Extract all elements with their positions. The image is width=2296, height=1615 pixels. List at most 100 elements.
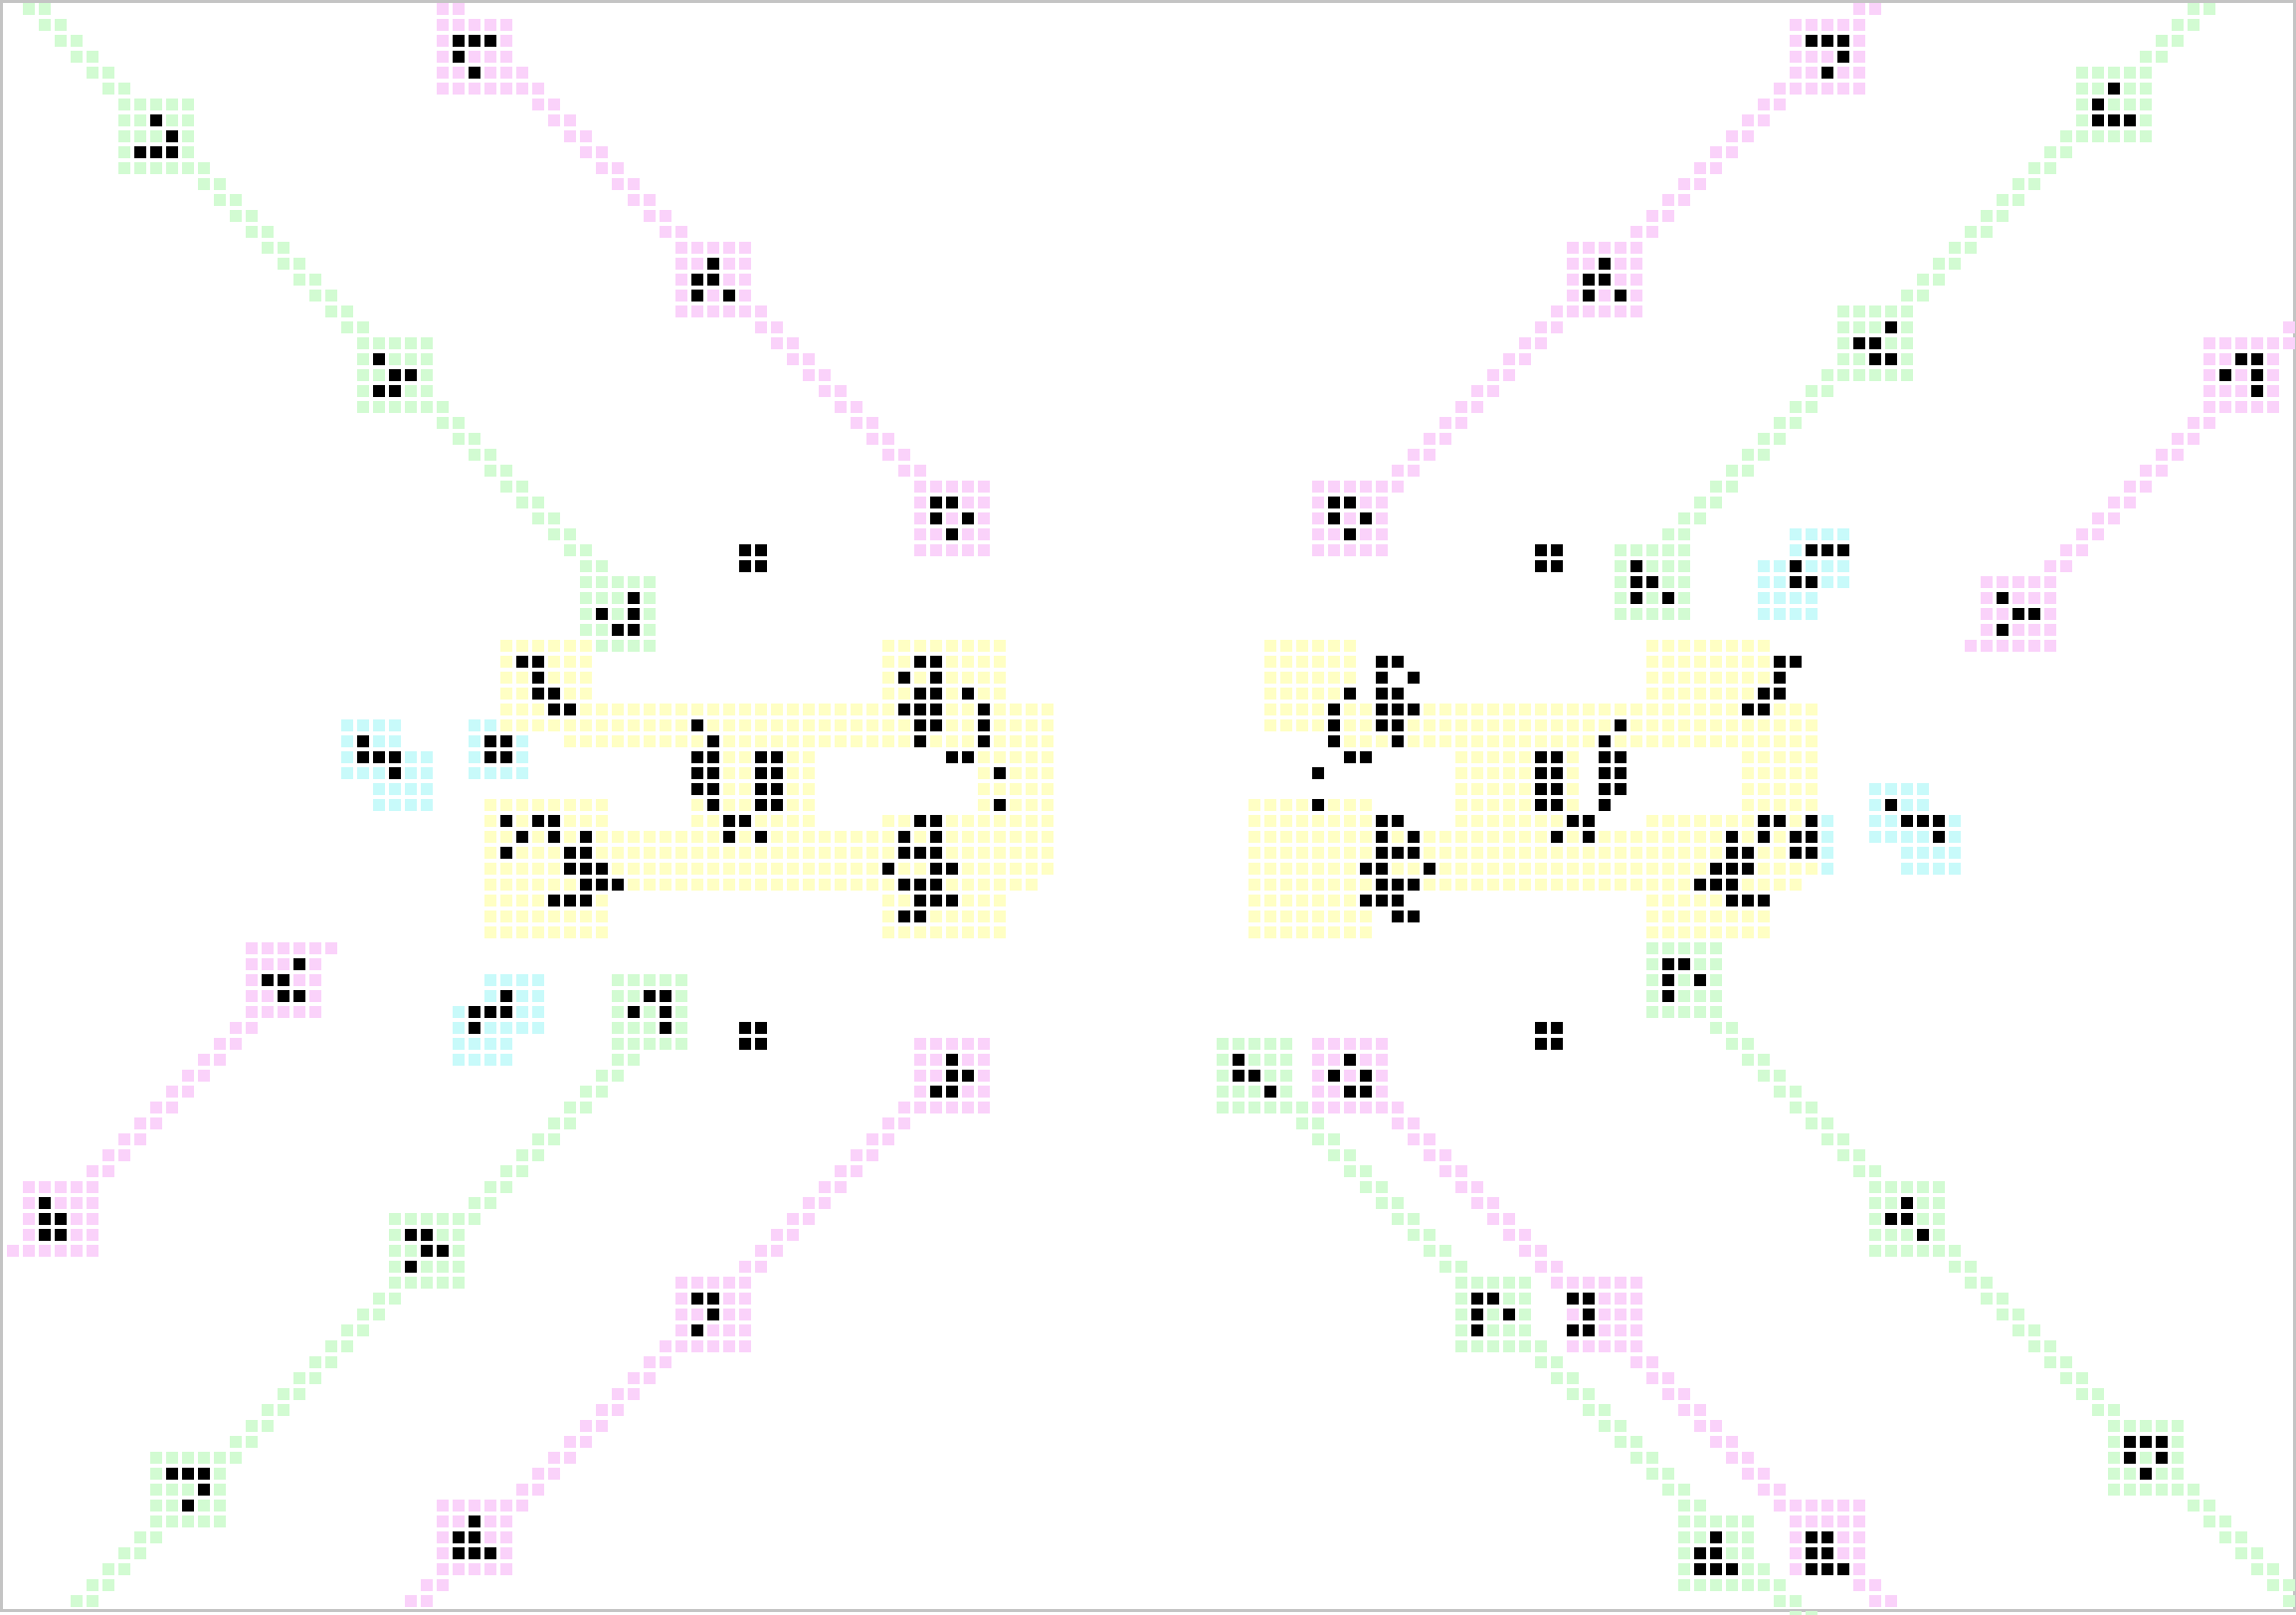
trail-cell[interactable] — [453, 1022, 465, 1034]
trail-cell[interactable] — [1981, 226, 1993, 238]
live-cell[interactable] — [1392, 847, 1404, 859]
trail-cell[interactable] — [1519, 1309, 1531, 1320]
live-cell[interactable] — [484, 1006, 496, 1018]
live-cell[interactable] — [1901, 1197, 1913, 1209]
trail-cell[interactable] — [1869, 815, 1881, 827]
trail-cell[interactable] — [1678, 1500, 1690, 1512]
trail-cell[interactable] — [2108, 67, 2120, 79]
trail-cell[interactable] — [1662, 1006, 1674, 1018]
trail-cell[interactable] — [118, 114, 130, 126]
trail-cell[interactable] — [246, 958, 258, 970]
trail-cell[interactable] — [675, 974, 687, 986]
trail-cell[interactable] — [723, 799, 735, 811]
trail-cell[interactable] — [612, 1054, 624, 1066]
live-cell[interactable] — [755, 560, 767, 572]
trail-cell[interactable] — [2044, 1340, 2056, 1352]
trail-cell[interactable] — [1360, 799, 1372, 811]
trail-cell[interactable] — [803, 353, 815, 365]
trail-cell[interactable] — [978, 910, 990, 922]
trail-cell[interactable] — [150, 1452, 162, 1464]
trail-cell[interactable] — [1233, 1102, 1244, 1113]
trail-cell[interactable] — [1790, 751, 1802, 763]
trail-cell[interactable] — [739, 290, 751, 302]
trail-cell[interactable] — [87, 67, 98, 79]
trail-cell[interactable] — [1376, 1086, 1388, 1098]
live-cell[interactable] — [1599, 274, 1611, 286]
trail-cell[interactable] — [373, 799, 385, 811]
trail-cell[interactable] — [532, 974, 544, 986]
live-cell[interactable] — [1933, 831, 1945, 843]
trail-cell[interactable] — [1790, 83, 1802, 95]
trail-cell[interactable] — [1344, 1102, 1356, 1113]
trail-cell[interactable] — [612, 1022, 624, 1034]
trail-cell[interactable] — [1821, 369, 1833, 381]
trail-cell[interactable] — [532, 1133, 544, 1145]
live-cell[interactable] — [1535, 1038, 1547, 1050]
live-cell[interactable] — [755, 783, 767, 795]
trail-cell[interactable] — [182, 162, 194, 174]
trail-cell[interactable] — [1997, 640, 2009, 652]
trail-cell[interactable] — [1471, 1277, 1483, 1289]
trail-cell[interactable] — [1662, 1484, 1674, 1496]
live-cell[interactable] — [389, 369, 401, 381]
trail-cell[interactable] — [1264, 719, 1276, 731]
trail-cell[interactable] — [1471, 735, 1483, 747]
live-cell[interactable] — [1710, 863, 1722, 875]
live-cell[interactable] — [1408, 704, 1420, 715]
trail-cell[interactable] — [1758, 576, 1770, 588]
trail-cell[interactable] — [580, 592, 592, 604]
live-cell[interactable] — [707, 735, 719, 747]
trail-cell[interactable] — [1312, 688, 1324, 700]
trail-cell[interactable] — [1790, 704, 1802, 715]
trail-cell[interactable] — [755, 719, 767, 731]
live-cell[interactable] — [198, 1468, 210, 1480]
trail-cell[interactable] — [1583, 704, 1595, 715]
trail-cell[interactable] — [660, 735, 671, 747]
trail-cell[interactable] — [1678, 1404, 1690, 1416]
trail-cell[interactable] — [500, 67, 512, 79]
trail-cell[interactable] — [1726, 1579, 1738, 1591]
trail-cell[interactable] — [596, 1070, 608, 1082]
trail-cell[interactable] — [628, 1372, 640, 1384]
trail-cell[interactable] — [1806, 735, 1818, 747]
trail-cell[interactable] — [1758, 751, 1770, 763]
trail-cell[interactable] — [1026, 831, 1038, 843]
trail-cell[interactable] — [2140, 114, 2152, 126]
trail-cell[interactable] — [787, 815, 799, 827]
trail-cell[interactable] — [1742, 926, 1754, 938]
trail-cell[interactable] — [1248, 1054, 1260, 1066]
trail-cell[interactable] — [1630, 1293, 1642, 1305]
trail-cell[interactable] — [835, 719, 847, 731]
trail-cell[interactable] — [1710, 1436, 1722, 1448]
trail-cell[interactable] — [1646, 942, 1658, 954]
trail-cell[interactable] — [739, 1324, 751, 1336]
trail-cell[interactable] — [1455, 783, 1467, 795]
trail-cell[interactable] — [1360, 704, 1372, 715]
trail-cell[interactable] — [644, 847, 656, 859]
trail-cell[interactable] — [930, 1102, 942, 1113]
trail-cell[interactable] — [1742, 130, 1754, 142]
trail-cell[interactable] — [1885, 1197, 1897, 1209]
trail-cell[interactable] — [1678, 560, 1690, 572]
trail-cell[interactable] — [1455, 1261, 1467, 1273]
trail-cell[interactable] — [1503, 767, 1515, 779]
trail-cell[interactable] — [1615, 592, 1626, 604]
trail-cell[interactable] — [1248, 863, 1260, 875]
trail-cell[interactable] — [1328, 640, 1340, 652]
trail-cell[interactable] — [994, 672, 1006, 684]
trail-cell[interactable] — [739, 1293, 751, 1305]
trail-cell[interactable] — [1885, 831, 1897, 843]
trail-cell[interactable] — [1248, 879, 1260, 891]
live-cell[interactable] — [1821, 1531, 1833, 1543]
trail-cell[interactable] — [962, 704, 974, 715]
trail-cell[interactable] — [1758, 863, 1770, 875]
trail-cell[interactable] — [628, 990, 640, 1002]
trail-cell[interactable] — [1551, 863, 1563, 875]
trail-cell[interactable] — [1439, 704, 1451, 715]
trail-cell[interactable] — [500, 83, 512, 95]
trail-cell[interactable] — [612, 1006, 624, 1018]
trail-cell[interactable] — [278, 958, 289, 970]
trail-cell[interactable] — [1678, 1484, 1690, 1496]
trail-cell[interactable] — [580, 544, 592, 556]
trail-cell[interactable] — [978, 656, 990, 668]
